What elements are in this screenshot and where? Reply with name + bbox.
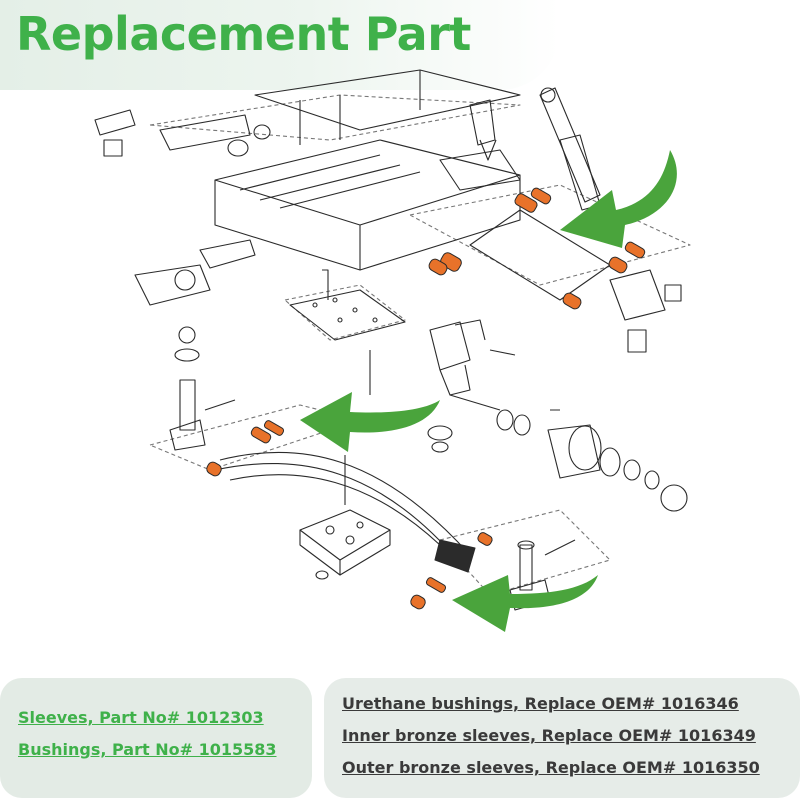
- indicator-arrows: [300, 150, 677, 632]
- bushings-part-link[interactable]: Bushings, Part No# 1015583: [18, 740, 277, 759]
- diagram-linework: [94, 69, 691, 611]
- outer-sleeves-oem: Outer bronze sleeves, Replace OEM# 10163…: [342, 758, 760, 777]
- arrow-bottom-right: [452, 575, 598, 632]
- urethane-bushings-oem: Urethane bushings, Replace OEM# 1016346: [342, 694, 739, 713]
- sleeves-part-link[interactable]: Sleeves, Part No# 1012303: [18, 708, 264, 727]
- arrow-middle-left: [300, 392, 440, 452]
- page-title: Replacement Part: [16, 7, 471, 61]
- part-numbers-panel: Sleeves, Part No# 1012303 Bushings, Part…: [0, 678, 312, 798]
- arrow-top-right: [560, 150, 677, 248]
- oem-replacement-panel: Urethane bushings, Replace OEM# 1016346 …: [324, 678, 800, 798]
- highlighted-bushings: [206, 187, 646, 610]
- suspension-diagram: [94, 69, 691, 632]
- title-background: [0, 0, 560, 90]
- inner-sleeves-oem: Inner bronze sleeves, Replace OEM# 10163…: [342, 726, 756, 745]
